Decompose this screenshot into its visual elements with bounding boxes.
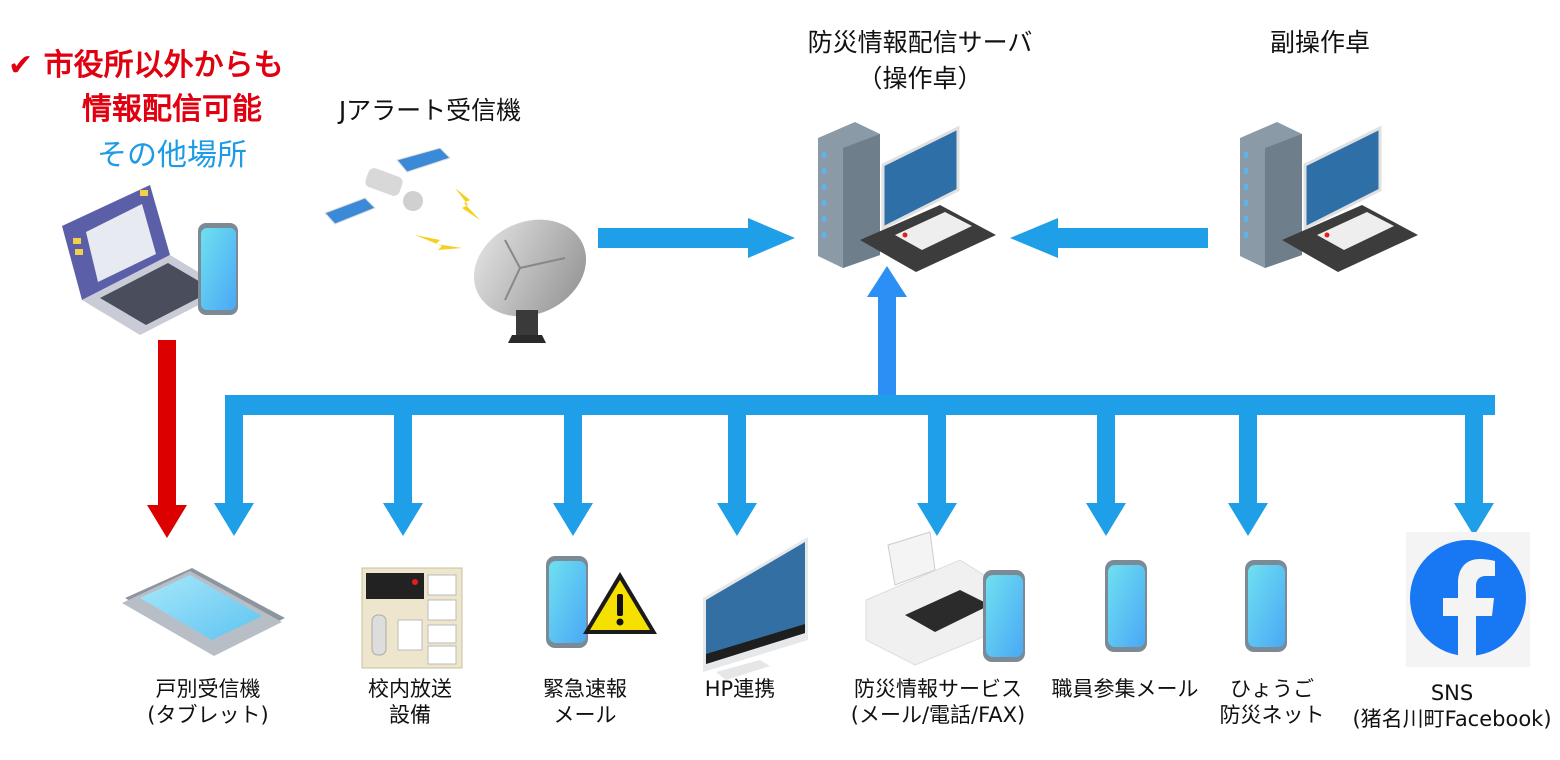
output-label-line1: 防災情報サービス	[854, 677, 1022, 701]
output-label-line2: メール	[553, 703, 617, 727]
arrow-to-school	[383, 405, 423, 536]
output-label-hyogo: ひょうご防災ネット	[1162, 676, 1382, 728]
output-label-tablet: 戸別受信機(タブレット)	[98, 676, 318, 728]
broadcast-panel-icon	[361, 567, 463, 669]
phone-warning-icon	[546, 556, 657, 648]
sub-console-server-icon	[1240, 122, 1418, 272]
output-label-line1: HP連携	[704, 677, 776, 701]
sub-console-label: 副操作卓	[1269, 28, 1370, 57]
monitor-icon	[703, 537, 808, 680]
output-label-line1: ひょうご	[1230, 677, 1314, 701]
printer-phone-icon	[865, 531, 1025, 666]
output-label-line2: (メール/電話/FAX)	[850, 703, 1026, 727]
check-icon: ✔	[8, 48, 34, 83]
tablet-icon	[122, 568, 285, 656]
arrow-subconsole-to-server	[1010, 218, 1208, 258]
remote-callout-line1: ✔ 市役所以外からも	[8, 48, 284, 83]
output-label-emergency: 緊急速報メール	[475, 676, 695, 728]
satellite-dish-icon	[324, 147, 587, 343]
arrow-to-tablet	[214, 405, 254, 536]
arrow-to-bosai-service	[917, 405, 957, 536]
other-location-label: その他場所	[97, 138, 247, 173]
output-label-line1: 校内放送	[368, 677, 452, 701]
output-label-line1: SNS	[1430, 681, 1474, 705]
output-label-line2: 設備	[389, 703, 431, 727]
output-label-bosai-service: 防災情報サービス(メール/電話/FAX)	[828, 676, 1048, 728]
output-label-line2: (タブレット)	[147, 703, 269, 727]
output-label-staff-mail: 職員参集メール	[1015, 676, 1235, 702]
smartphone-icon-staff	[1105, 560, 1147, 652]
output-label-hp: HP連携	[630, 676, 850, 702]
arrow-jalert-to-server	[598, 218, 795, 258]
output-label-line2: (猪名川町Facebook)	[1352, 707, 1552, 731]
server-sublabel: （操作卓）	[857, 64, 983, 93]
remote-callout-line2: 情報配信可能	[82, 92, 262, 127]
output-label-line2: 防災ネット	[1219, 703, 1325, 727]
output-label-line1: 緊急速報	[543, 677, 627, 701]
arrow-bus-to-server	[867, 266, 907, 402]
smartphone-icon-hyogo	[1245, 560, 1287, 652]
arrow-to-emergency	[553, 405, 593, 536]
arrow-remote-to-tablet	[147, 340, 187, 538]
output-label-line1: 戸別受信機	[155, 677, 261, 701]
output-label-school: 校内放送設備	[300, 676, 520, 728]
arrow-to-sns	[1454, 405, 1494, 536]
arrow-to-staff-mail	[1086, 405, 1126, 536]
server-label: 防災情報配信サーバ	[807, 28, 1033, 57]
arrow-to-hp	[717, 405, 757, 536]
output-label-sns: SNS(猪名川町Facebook)	[1342, 680, 1560, 732]
jalert-label: Jアラート受信機	[338, 96, 522, 125]
laptop-smartphone-icon	[62, 185, 238, 335]
facebook-icon	[1406, 532, 1530, 667]
output-label-line1: 職員参集メール	[1051, 677, 1199, 701]
distribution-bus	[225, 395, 1495, 415]
server-console-icon	[818, 122, 996, 272]
arrow-to-hyogo	[1228, 405, 1268, 536]
